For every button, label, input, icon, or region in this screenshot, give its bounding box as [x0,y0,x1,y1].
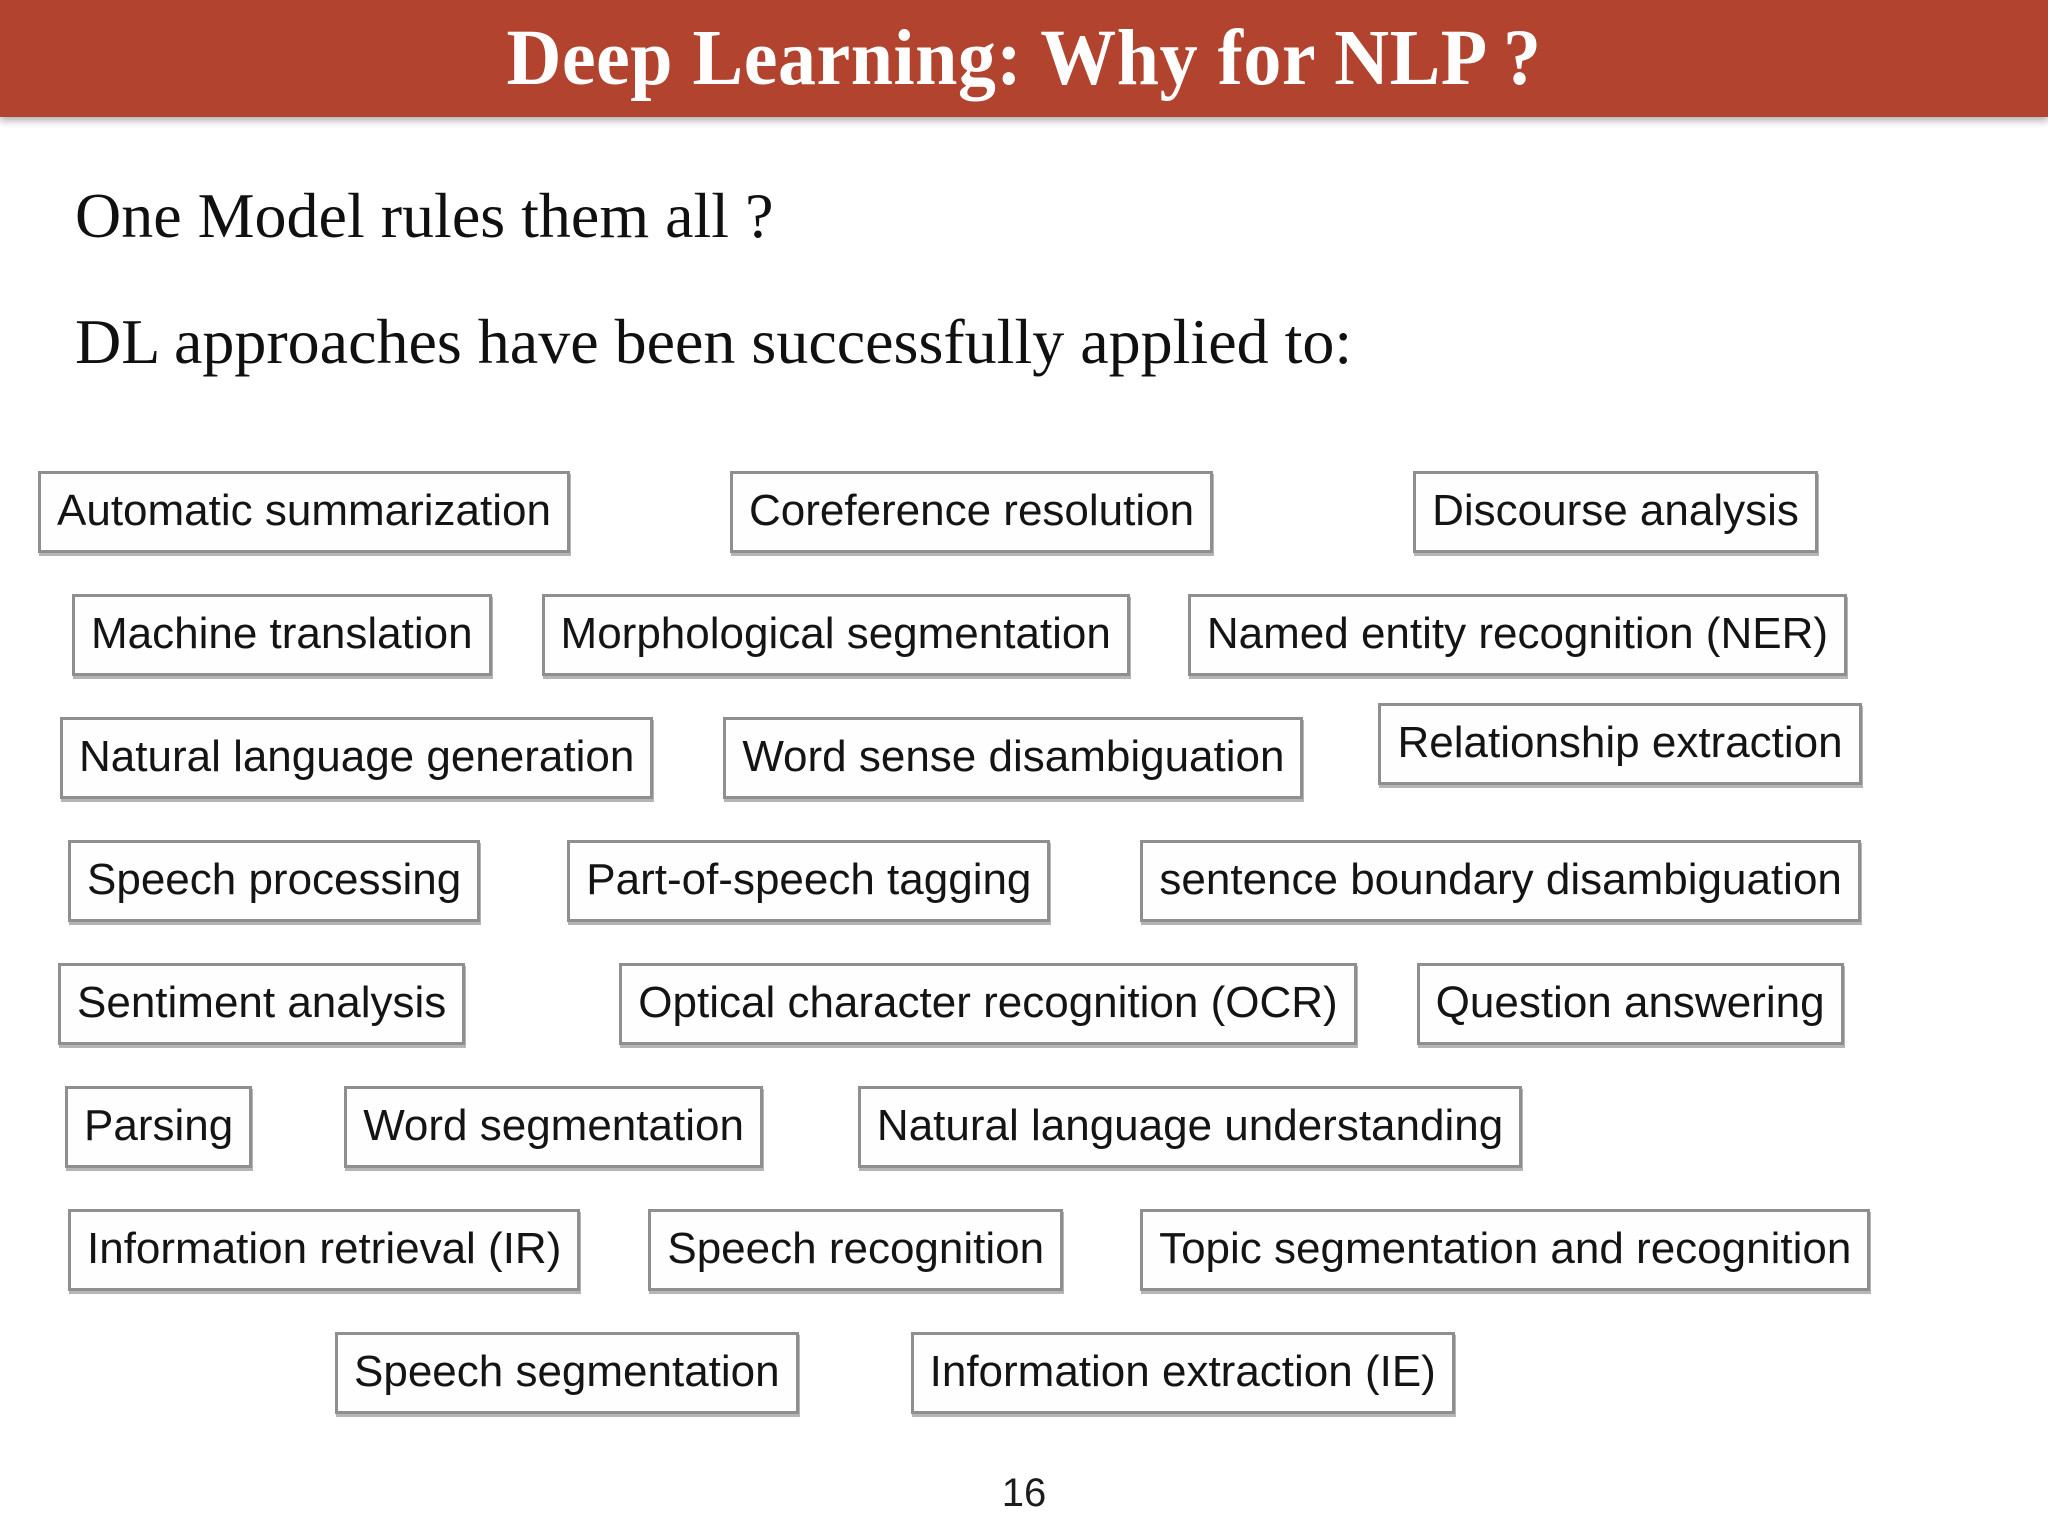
task-box-natural-language-generation: Natural language generation [60,717,654,799]
task-box-part-of-speech-tagging: Part-of-speech tagging [567,840,1051,922]
task-box-information-extraction: Information extraction (IE) [910,1332,1455,1414]
task-box-morphological-segmentation: Morphological segmentation [541,594,1130,676]
task-box-coreference-resolution: Coreference resolution [729,471,1214,553]
task-box-speech-recognition: Speech recognition [648,1209,1064,1291]
task-box-machine-translation: Machine translation [72,594,492,676]
task-row-2: Machine translation Morphological segmen… [0,594,2048,676]
task-row-5: Sentiment analysis Optical character rec… [0,963,2048,1045]
task-box-sentence-boundary-disambiguation: sentence boundary disambiguation [1140,840,1861,922]
task-box-word-sense-disambiguation: Word sense disambiguation [723,717,1304,799]
task-row-3: Natural language generation Word sense d… [0,703,2048,799]
task-row-8: Speech segmentation Information extracti… [0,1332,2048,1414]
task-box-natural-language-understanding: Natural language understanding [857,1086,1523,1168]
task-box-named-entity-recognition: Named entity recognition (NER) [1187,594,1848,676]
task-box-speech-processing: Speech processing [68,840,481,922]
task-box-automatic-summarization: Automatic summarization [38,471,570,553]
header-banner: Deep Learning: Why for NLP ? [0,0,2048,117]
task-box-information-retrieval: Information retrieval (IR) [68,1209,581,1291]
slide-body: One Model rules them all ? DL approaches… [0,117,2048,1455]
slide-title: Deep Learning: Why for NLP ? [506,14,1542,102]
heading-one-model: One Model rules them all ? [75,180,774,251]
task-box-sentiment-analysis: Sentiment analysis [58,963,466,1045]
task-box-speech-segmentation: Speech segmentation [335,1332,799,1414]
task-box-word-segmentation: Word segmentation [344,1086,763,1168]
task-row-1: Automatic summarization Coreference reso… [0,471,2048,553]
task-box-discourse-analysis: Discourse analysis [1413,471,1818,553]
task-row-7: Information retrieval (IR) Speech recogn… [0,1209,2048,1291]
task-row-6: Parsing Word segmentation Natural langua… [0,1086,2048,1168]
task-row-4: Speech processing Part-of-speech tagging… [0,840,2048,922]
heading-dl-approaches: DL approaches have been successfully app… [75,306,1353,377]
page-number: 16 [1001,1471,1047,1515]
task-box-topic-segmentation-and-recognition: Topic segmentation and recognition [1140,1209,1871,1291]
task-box-optical-character-recognition: Optical character recognition (OCR) [619,963,1357,1045]
task-box-parsing: Parsing [65,1086,253,1168]
task-box-relationship-extraction: Relationship extraction [1378,703,1862,785]
task-box-question-answering: Question answering [1416,963,1844,1045]
task-grid: Automatic summarization Coreference reso… [0,471,2048,1414]
